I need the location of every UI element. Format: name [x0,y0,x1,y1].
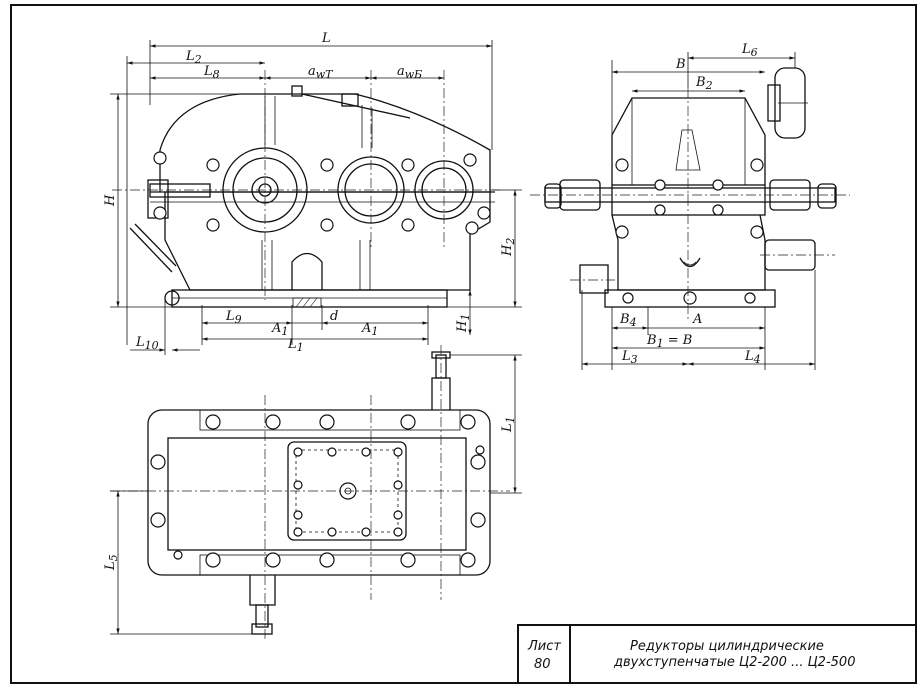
sheet-number: 80 [534,657,551,672]
dim-A: A [692,312,702,327]
front-dimensions [110,40,522,355]
side-dimensions [581,52,816,370]
front-top-bolts [291,85,411,119]
dim-A1-left: A1 [271,321,288,338]
dim-A1-right: A1 [361,321,378,338]
dim-awb: awБ [397,64,422,81]
front-cover [159,93,491,192]
title-line-1: Редукторы цилиндрические [630,639,824,654]
dim-top-L5: L5 [103,554,120,571]
dim-L: L [321,31,331,46]
front-flange-bolts [153,151,491,235]
top-view: L1 L5 [103,345,522,640]
dim-d: d [330,309,338,324]
title-block: Лист 80 Редукторы цилиндрические двухсту… [517,624,917,684]
dim-L8: L8 [203,64,220,81]
dim-B1-eq-B: B1 = B [646,333,692,350]
top-cover-bolts [293,447,403,537]
dim-H2: H2 [500,238,517,257]
dim-B: B [675,57,686,72]
dim-L6: L6 [741,42,758,59]
side-base [604,289,776,308]
top-lower-shaft [249,575,276,606]
dim-awt: awT [308,64,334,81]
dim-top-L1: L1 [500,416,517,433]
sheet-frame [10,4,917,684]
dim-L3: L3 [621,349,638,366]
sheet-label: Лист [527,639,561,654]
front-lower-housing [164,191,491,291]
dim-L2: L2 [185,49,202,66]
side-output-shaft [764,239,816,271]
dim-H: H [103,194,118,207]
dim-B4: B4 [619,312,637,329]
dim-H1: H1 [455,314,472,333]
dim-L4: L4 [744,349,761,366]
front-view: L L2 L8 awT awБ H H2 H1 L9 A1 d A1 L1 L1… [103,31,522,355]
side-view: B L6 B2 B4 A B1 = B L3 L4 [530,42,850,370]
dim-L1: L1 [287,337,304,354]
side-body [611,97,766,185]
title-line-2: двухступенчатые Ц2-200 ... Ц2-500 [613,655,855,670]
top-flange-bolts [150,414,486,568]
top-dimensions [110,354,522,635]
dim-L10: L10 [135,335,159,352]
dim-B2: B2 [695,75,713,92]
dim-L9: L9 [225,309,242,326]
